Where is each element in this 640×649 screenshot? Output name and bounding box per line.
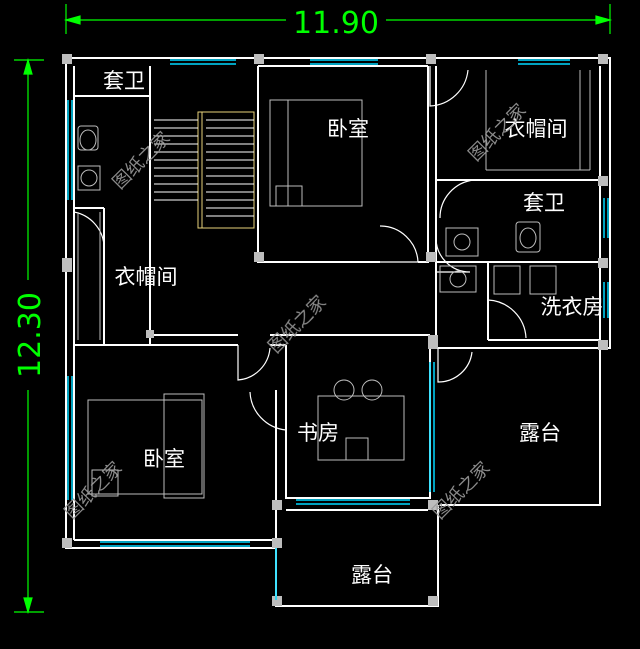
watermark: 图纸之家 [265,292,331,358]
fixtures [77,70,591,499]
windows [67,59,609,600]
width-dimension-label: 11.90 [293,6,379,41]
watermarks: 图纸之家 图纸之家 图纸之家 图纸之家 图纸之家 [61,100,531,524]
column-blocks [62,54,608,606]
room-label-closet-left: 衣帽间 [115,265,178,289]
room-label-laundry: 洗衣房 [541,295,604,319]
door-swings [73,66,527,431]
room-label-closet-top-right: 衣帽间 [505,117,568,141]
room-label-ensuite-right: 套卫 [523,191,565,215]
room-labels: 套卫 卧室 衣帽间 套卫 衣帽间 洗衣房 书房 卧室 露台 露台 [103,69,604,587]
watermark: 图纸之家 [429,458,495,524]
room-label-terrace-bottom: 露台 [351,563,393,587]
room-label-bedroom-top: 卧室 [327,117,369,141]
room-label-bedroom-bottom: 卧室 [143,447,185,471]
room-label-study: 书房 [297,421,339,445]
room-label-ensuite-top-left: 套卫 [103,69,145,93]
staircase [154,111,255,229]
room-label-terrace-right: 露台 [519,421,561,445]
watermark: 图纸之家 [61,458,127,524]
height-dimension-label: 12.30 [13,292,48,378]
